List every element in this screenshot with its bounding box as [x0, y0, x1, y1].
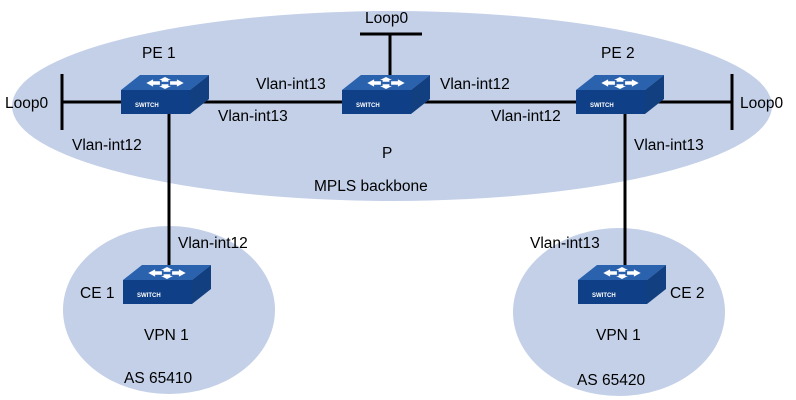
switch-badge: SWITCH [592, 293, 616, 299]
iface-pe2-to-ce: Vlan-int13 [634, 137, 704, 154]
site2-vpn-label: VPN 1 [596, 327, 641, 344]
switch-badge: SWITCH [590, 103, 614, 109]
switch-ce1[interactable]: SWITCH [123, 265, 211, 304]
site1-vpn-label: VPN 1 [144, 327, 189, 344]
device-name-ce1: CE 1 [80, 285, 114, 302]
site1-as-label: AS 65410 [124, 370, 192, 387]
switch-pe1[interactable]: SWITCH [121, 75, 209, 114]
iface-pe2-to-p: Vlan-int12 [491, 108, 561, 125]
switch-ce2[interactable]: SWITCH [578, 265, 666, 304]
backbone-label: MPLS backbone [314, 178, 428, 195]
switch-badge: SWITCH [137, 293, 161, 299]
site2-region [513, 228, 725, 396]
device-name-ce2: CE 2 [670, 285, 704, 302]
device-name-pe1: PE 1 [142, 45, 176, 62]
iface-pe1-loop0: Loop0 [5, 95, 48, 112]
iface-ce1-to-pe: Vlan-int12 [178, 235, 248, 252]
device-name-pe2: PE 2 [601, 45, 635, 62]
switch-pe2[interactable]: SWITCH [576, 75, 664, 114]
iface-pe1-to-p: Vlan-int13 [218, 108, 288, 125]
iface-p-to-pe2: Vlan-int12 [440, 76, 510, 93]
iface-p-loop0: Loop0 [365, 10, 408, 27]
switch-badge: SWITCH [135, 103, 159, 109]
site1-region [63, 226, 275, 394]
switch-badge: SWITCH [356, 103, 380, 109]
iface-pe1-to-ce: Vlan-int12 [72, 137, 142, 154]
iface-p-to-pe1: Vlan-int13 [256, 76, 326, 93]
switch-p[interactable]: SWITCH [342, 75, 430, 114]
iface-pe2-loop0: Loop0 [740, 95, 783, 112]
iface-ce2-to-pe: Vlan-int13 [530, 235, 600, 252]
device-name-p: P [382, 145, 392, 162]
site2-as-label: AS 65420 [577, 372, 645, 389]
